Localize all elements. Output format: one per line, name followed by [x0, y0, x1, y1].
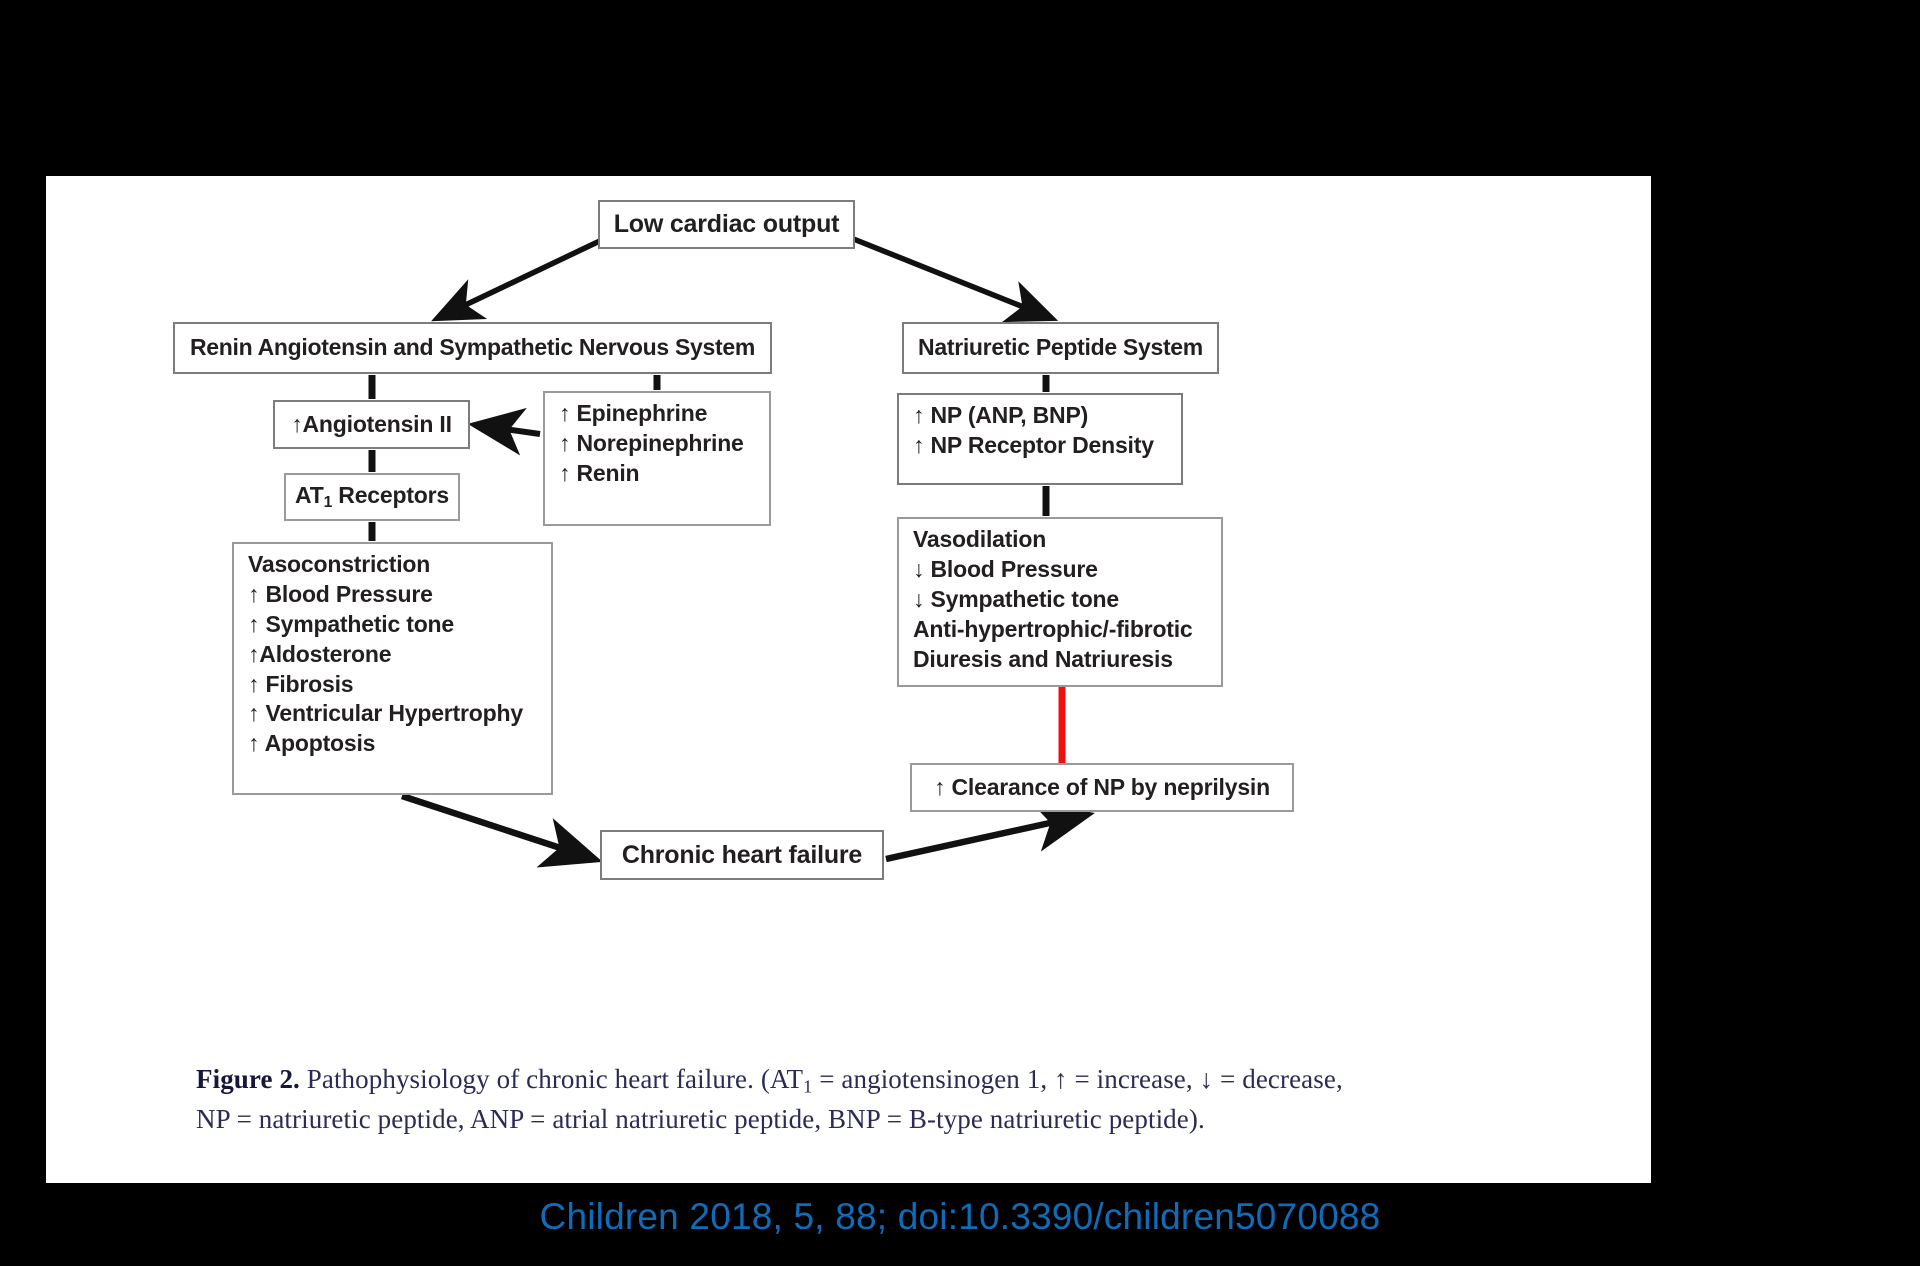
vasoconstriction-line-4: ↑Aldosterone: [248, 640, 392, 667]
journal-citation-text: Children 2018, 5, 88; doi:10.3390/childr…: [539, 1196, 1381, 1237]
figure-panel: Low cardiac output Renin Angiotensin and…: [46, 176, 1651, 1183]
node-clearance-label: ↑ Clearance of NP by neprilysin: [934, 773, 1270, 800]
connector-catecholamines-to-angiotensin: [467, 407, 541, 456]
node-renin-angiotensin-sympathetic-system: Renin Angiotensin and Sympathetic Nervou…: [173, 322, 772, 374]
figure-caption: Figure 2. Pathophysiology of chronic hea…: [196, 1060, 1526, 1138]
connector-vasoconstriction-to-chf: [400, 792, 603, 868]
connector-layer: [368, 235, 1095, 868]
vasoconstriction-line-6: ↑ Ventricular Hypertrophy: [248, 700, 523, 727]
vasoconstriction-line-5: ↑ Fibrosis: [248, 670, 354, 697]
connector-chf-to-clearance: [885, 800, 1095, 863]
vasoconstriction-line-1: Vasoconstriction: [248, 551, 431, 577]
node-ras-sns-label: Renin Angiotensin and Sympathetic Nervou…: [190, 334, 755, 361]
node-angiotensin-ii-label: ↑Angiotensin II: [291, 410, 452, 437]
figure-caption-line2: NP = natriuretic peptide, ANP = atrial n…: [196, 1103, 1205, 1134]
connector-lco-to-ras: [431, 235, 608, 322]
node-np-increase: ↑ NP (ANP, BNP) ↑ NP Receptor Density: [897, 393, 1183, 485]
journal-citation: Children 2018, 5, 88; doi:10.3390/childr…: [0, 1196, 1920, 1238]
node-angiotensin-ii: ↑Angiotensin II: [273, 400, 470, 449]
at1-prefix: AT: [295, 481, 324, 508]
node-nps-label: Natriuretic Peptide System: [918, 334, 1203, 361]
node-vasoconstriction-effects: Vasoconstriction ↑ Blood Pressure ↑ Symp…: [232, 542, 553, 795]
pathophysiology-diagram: Low cardiac output Renin Angiotensin and…: [46, 176, 1651, 1056]
vasodilation-line-1: Vasodilation: [913, 526, 1047, 552]
at1-subscript: 1: [323, 493, 333, 511]
np-increase-line-1: ↑ NP (ANP, BNP): [913, 402, 1089, 428]
catecholamines-line-1: ↑ Epinephrine: [559, 400, 708, 426]
figure-caption-line1: Pathophysiology of chronic heart failure…: [299, 1064, 804, 1094]
vasodilation-line-5: Diuresis and Natriuresis: [913, 645, 1173, 672]
vasodilation-line-4: Anti-hypertrophic/-fibrotic: [913, 615, 1193, 642]
node-chronic-heart-failure: Chronic heart failure: [600, 830, 884, 880]
figure-caption-label: Figure 2.: [196, 1064, 300, 1094]
vasodilation-line-3: ↓ Sympathetic tone: [913, 585, 1119, 612]
node-low-cardiac-output-label: Low cardiac output: [613, 210, 840, 239]
node-vasodilation-effects: Vasodilation ↓ Blood Pressure ↓ Sympathe…: [897, 517, 1223, 687]
catecholamines-line-3: ↑ Renin: [559, 459, 640, 486]
node-at1-receptors-label: AT1 Receptors: [295, 481, 449, 513]
catecholamines-line-2: ↑ Norepinephrine: [559, 429, 744, 456]
vasoconstriction-line-2: ↑ Blood Pressure: [248, 580, 433, 607]
vasoconstriction-line-3: ↑ Sympathetic tone: [248, 610, 454, 637]
figure-caption-at1-subscript: 1: [803, 1076, 813, 1097]
figure-caption-line1-rest: = angiotensinogen 1, ↑ = increase, ↓ = d…: [812, 1064, 1343, 1094]
node-np-clearance-neprilysin: ↑ Clearance of NP by neprilysin: [910, 763, 1294, 812]
node-catecholamines: ↑ Epinephrine ↑ Norepinephrine ↑ Renin: [543, 391, 771, 526]
node-at1-receptors: AT1 Receptors: [284, 473, 460, 521]
at1-suffix: Receptors: [332, 481, 449, 508]
node-low-cardiac-output: Low cardiac output: [598, 200, 855, 249]
node-chronic-heart-failure-label: Chronic heart failure: [621, 840, 863, 869]
vasodilation-line-2: ↓ Blood Pressure: [913, 555, 1098, 582]
node-natriuretic-peptide-system: Natriuretic Peptide System: [902, 322, 1219, 374]
np-increase-line-2: ↑ NP Receptor Density: [913, 431, 1154, 458]
vasoconstriction-line-7: ↑ Apoptosis: [248, 730, 376, 757]
connector-lco-to-nps: [849, 235, 1059, 323]
